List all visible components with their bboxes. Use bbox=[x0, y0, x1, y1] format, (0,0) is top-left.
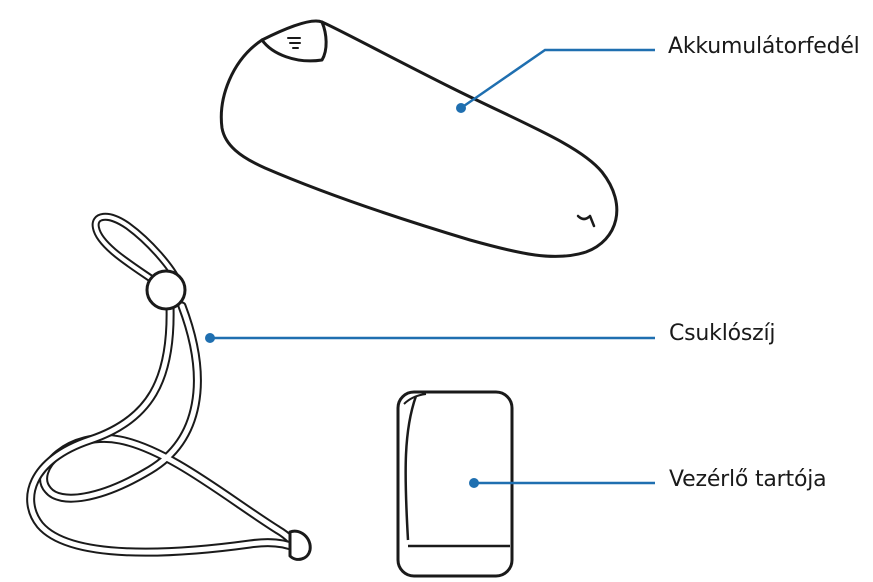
dot-controller-holder bbox=[469, 478, 479, 488]
label-controller-holder: Vezérlő tartója bbox=[669, 467, 827, 492]
battery-cover-illustration bbox=[219, 19, 619, 258]
leader-battery-cover bbox=[460, 48, 655, 110]
callout-leaders bbox=[210, 48, 655, 485]
dot-battery-cover bbox=[456, 103, 466, 113]
callout-dots bbox=[205, 103, 479, 488]
label-battery-cover: Akkumulátorfedél bbox=[668, 34, 860, 59]
wrist-strap-illustration bbox=[26, 212, 312, 561]
dot-wrist-strap bbox=[205, 333, 215, 343]
label-wrist-strap: Csuklószíj bbox=[669, 321, 776, 346]
